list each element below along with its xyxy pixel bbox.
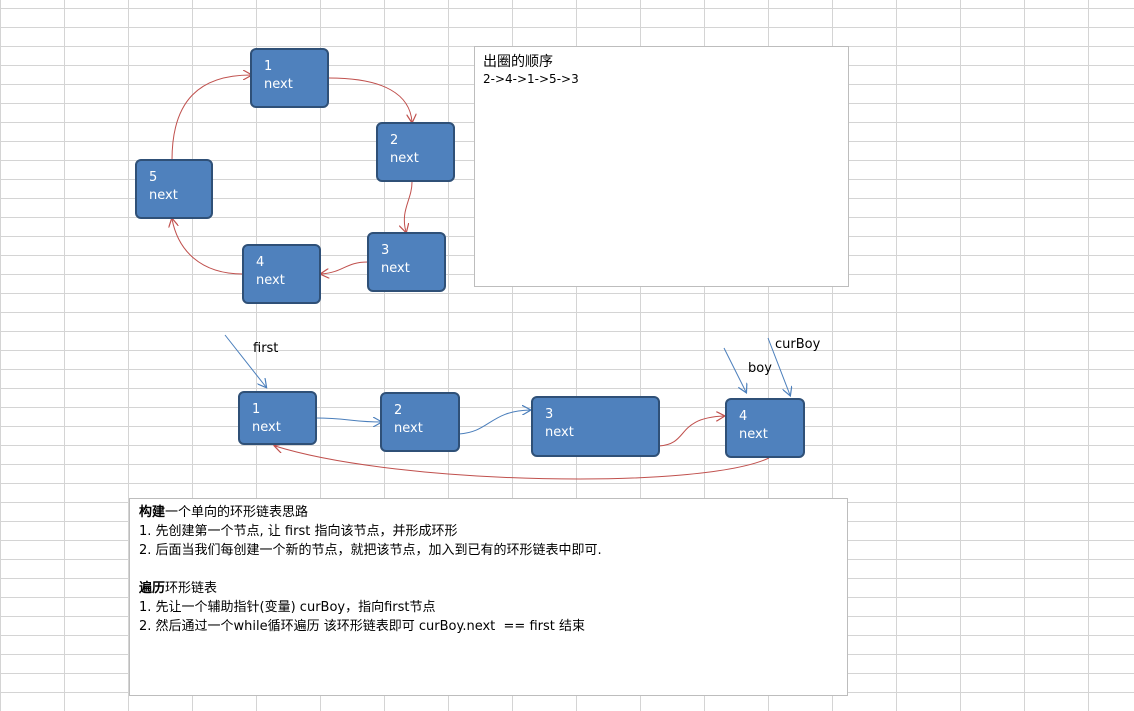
node-number: 1 bbox=[252, 402, 261, 417]
pointer-curboy-label: curBoy bbox=[775, 337, 821, 352]
node-field: next bbox=[390, 151, 419, 166]
circle-node-5: 5 next bbox=[135, 159, 213, 219]
link-4-to-5-arrow bbox=[172, 219, 244, 275]
node-number: 2 bbox=[390, 133, 399, 148]
pointer-curboy-arrow bbox=[767, 337, 790, 395]
circle-node-2: 2 next bbox=[376, 122, 455, 182]
circle-node-1: 1 next bbox=[250, 48, 329, 108]
traverse-step-2: 2. 然后通过一个while循环遍历 该环形链表即可 curBoy.next =… bbox=[139, 619, 585, 634]
list-node-4: 4 next bbox=[725, 398, 805, 458]
list-node-3: 3 next bbox=[531, 396, 660, 457]
pointer-first-arrow bbox=[224, 334, 266, 387]
list-node-2: 2 next bbox=[380, 392, 460, 452]
circle-node-4: 4 next bbox=[242, 244, 321, 304]
build-heading-bold: 构建 bbox=[139, 505, 166, 520]
node-field: next bbox=[739, 427, 768, 442]
link-2-to-3-arrow bbox=[404, 181, 413, 232]
list-node-1: 1 next bbox=[238, 391, 317, 445]
traverse-step-1: 1. 先让一个辅助指针(变量) curBoy，指向first节点 bbox=[139, 600, 436, 615]
pointer-first-label: first bbox=[253, 341, 279, 356]
node-field: next bbox=[264, 77, 293, 92]
node-field: next bbox=[256, 273, 285, 288]
node-field: next bbox=[252, 420, 281, 435]
build-step-1: 1. 先创建第一个节点, 让 first 指向该节点，并形成环形 bbox=[139, 524, 458, 539]
order-sequence: 2->4->1->5->3 bbox=[483, 72, 579, 86]
list-link-2-to-3-arrow bbox=[458, 410, 530, 435]
node-number: 4 bbox=[739, 409, 748, 424]
notes-textbox: 构建一个单向的环形链表思路 1. 先创建第一个节点, 让 first 指向该节点… bbox=[129, 498, 848, 696]
traverse-heading-bold: 遍历 bbox=[139, 581, 166, 596]
link-5-to-1-arrow bbox=[171, 75, 251, 161]
order-textbox: 出圈的顺序 2->4->1->5->3 bbox=[474, 46, 849, 287]
build-heading-rest: 一个单向的环形链表思路 bbox=[165, 505, 309, 520]
node-number: 4 bbox=[256, 255, 265, 270]
node-field: next bbox=[149, 188, 178, 203]
node-number: 1 bbox=[264, 59, 273, 74]
list-link-1-to-2-arrow bbox=[315, 418, 381, 422]
circle-node-3: 3 next bbox=[367, 232, 446, 292]
traverse-heading-rest: 环形链表 bbox=[165, 581, 218, 596]
node-field: next bbox=[394, 421, 423, 436]
blank-line bbox=[139, 560, 847, 579]
build-step-2: 2. 后面当我们每创建一个新的节点，就把该节点，加入到已有的环形链表中即可. bbox=[139, 543, 602, 558]
pointer-boy-label: boy bbox=[748, 361, 772, 376]
pointer-boy-arrow bbox=[723, 347, 746, 392]
build-heading: 构建一个单向的环形链表思路 bbox=[139, 503, 847, 522]
order-title: 出圈的顺序 bbox=[483, 54, 553, 70]
node-number: 2 bbox=[394, 403, 403, 418]
node-number: 3 bbox=[545, 407, 554, 422]
traverse-heading: 遍历环形链表 bbox=[139, 579, 847, 598]
link-1-to-2-arrow bbox=[328, 77, 412, 122]
node-number: 5 bbox=[149, 170, 158, 185]
list-link-4-to-1-arrow bbox=[275, 446, 770, 480]
list-link-3-to-4-arrow bbox=[658, 416, 724, 447]
node-field: next bbox=[381, 261, 410, 276]
node-number: 3 bbox=[381, 243, 390, 258]
link-3-to-4-arrow bbox=[321, 261, 369, 274]
node-field: next bbox=[545, 425, 574, 440]
